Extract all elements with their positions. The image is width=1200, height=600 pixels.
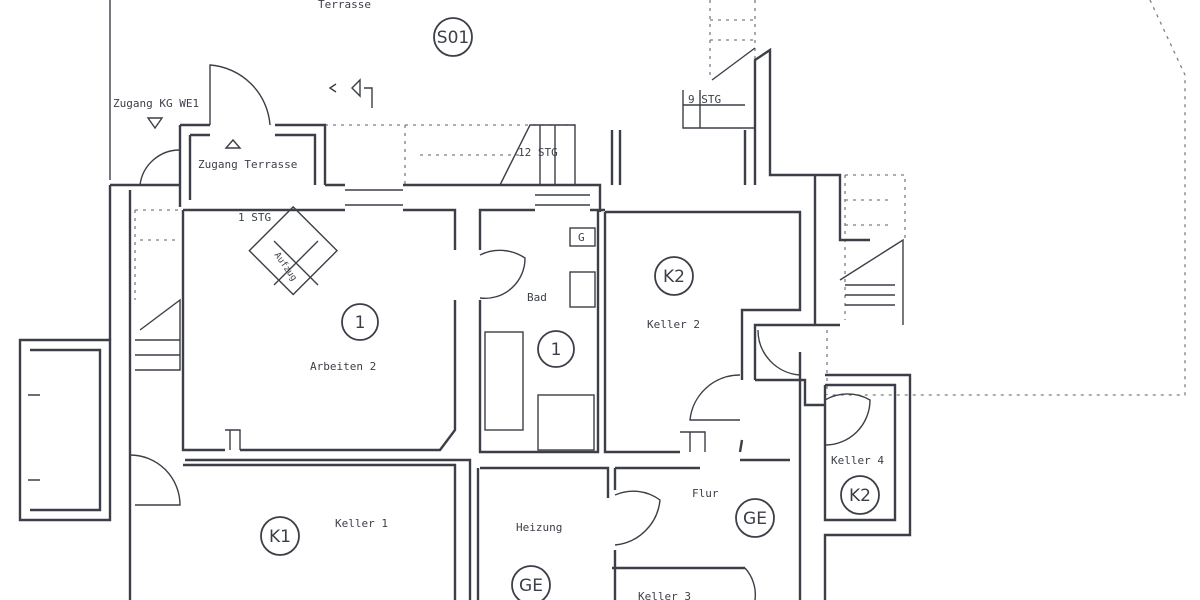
tag-s01: S01 (433, 17, 473, 57)
tag-bad: 1 (537, 330, 575, 368)
label-keller2: Keller 2 (647, 318, 700, 331)
svg-text:1: 1 (551, 340, 562, 360)
label-zugang-kg: Zugang KG WE1 (113, 97, 199, 110)
tag-heizung: GE (511, 565, 551, 600)
sink (569, 271, 596, 308)
svg-text:GE: GE (519, 576, 543, 596)
svg-text:GE: GE (743, 509, 767, 529)
tag-flur: GE (735, 498, 775, 538)
shower (537, 394, 595, 451)
dashed-outlines (134, 0, 1186, 396)
svg-text:K2: K2 (663, 267, 685, 287)
label-1-stg: 1 STG (238, 211, 271, 224)
label-keller3: Keller 3 (638, 590, 691, 600)
label-heizung: Heizung (516, 521, 562, 534)
svg-text:K2: K2 (849, 486, 871, 506)
label-zugang-terrasse: Zugang Terrasse (198, 158, 297, 171)
elevator-shaft (248, 205, 339, 296)
label-aufzug: Aufzug (272, 251, 299, 283)
door-swings (129, 64, 871, 600)
stairs (135, 47, 904, 371)
label-wc: G (578, 231, 585, 244)
tag-keller4: K2 (840, 475, 880, 515)
tag-arbeiten: 1 (341, 303, 379, 341)
svg-text:K1: K1 (269, 527, 291, 547)
label-bad: Bad (527, 291, 547, 304)
wc (569, 227, 596, 247)
label-terrasse: Terrasse (318, 0, 371, 11)
label-arbeiten: Arbeiten 2 (310, 360, 376, 373)
label-keller1: Keller 1 (335, 517, 388, 530)
svg-text:1: 1 (355, 313, 366, 333)
bathtub (484, 331, 524, 431)
tag-keller1: K1 (260, 516, 300, 556)
label-9-stg: 9 STG (688, 93, 721, 106)
room-labels: Terrasse Zugang KG WE1 Zugang Terrasse 1… (113, 0, 884, 600)
fixtures (225, 205, 706, 452)
tag-keller2: K2 (654, 256, 694, 296)
label-keller4: Keller 4 (831, 454, 884, 467)
svg-text:S01: S01 (437, 28, 469, 48)
label-12-stg: 12 STG (518, 146, 558, 159)
room-tags: S01 1 1 K2 K2 GE K1 GE (260, 17, 880, 600)
walls (18, 0, 912, 600)
label-flur: Flur (692, 487, 719, 500)
